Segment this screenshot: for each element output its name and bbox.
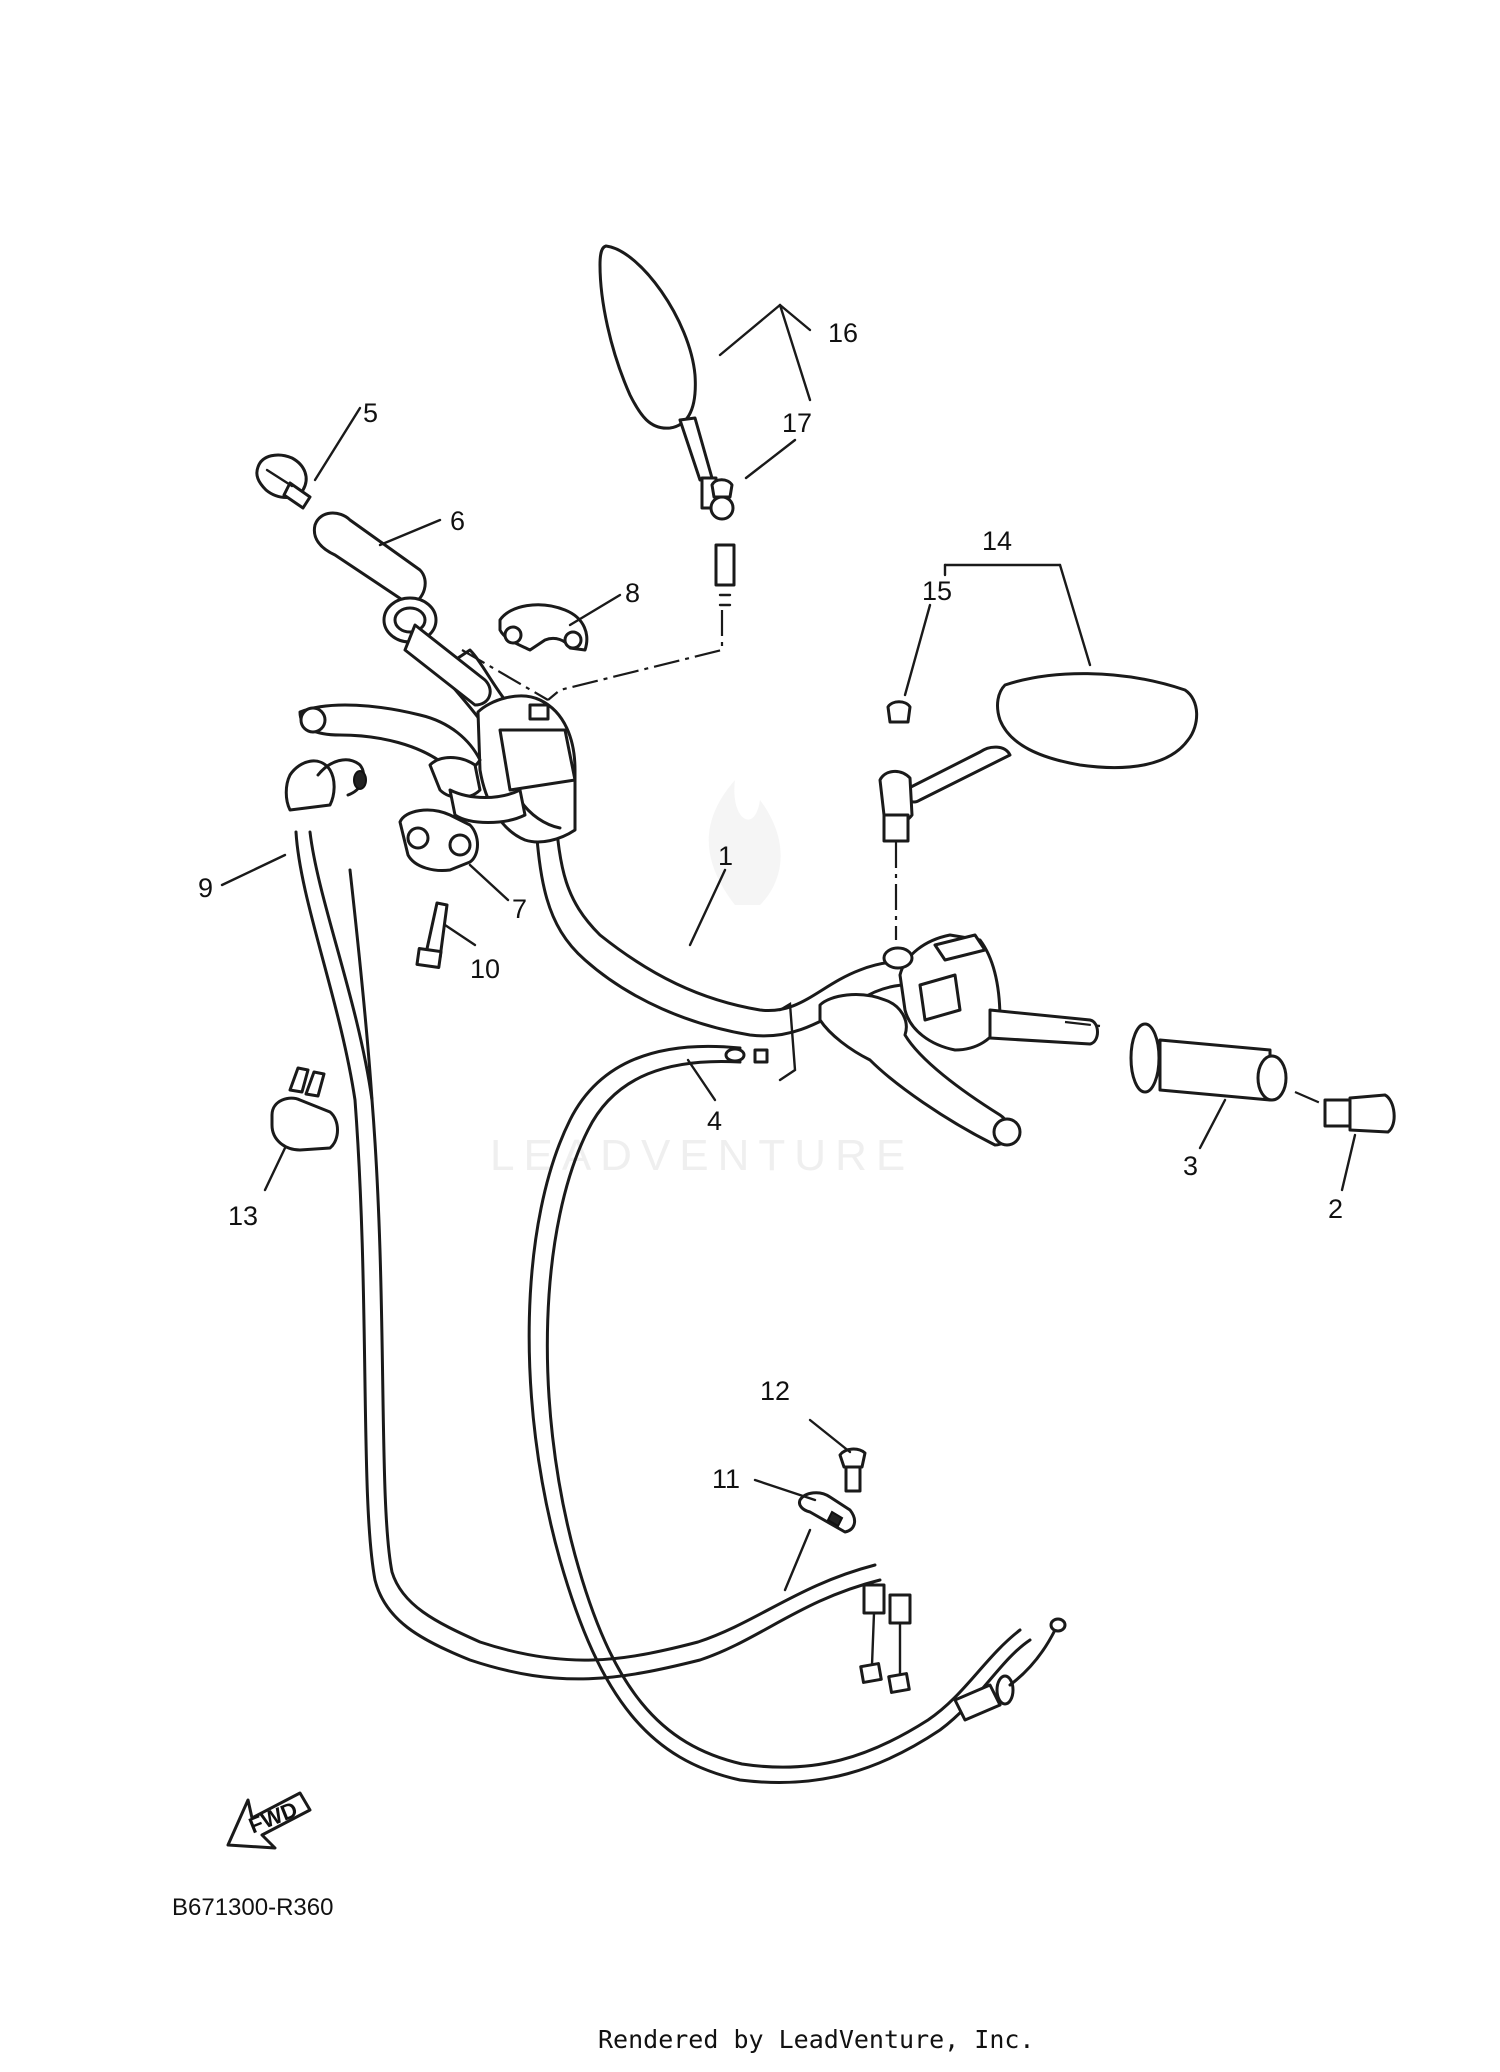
callout-6: 6: [450, 506, 465, 536]
callout-leaders: [220, 303, 1357, 1592]
callout-12: 12: [760, 1376, 790, 1406]
callout-15: 15: [922, 576, 952, 606]
callout-10: 10: [470, 954, 500, 984]
right-lever: [818, 993, 1022, 1147]
callout-14: 14: [982, 526, 1012, 556]
callout-8: 8: [625, 578, 640, 608]
left-mirror-16: [598, 244, 735, 521]
render-credit: Rendered by LeadVenture, Inc.: [598, 2025, 1035, 2054]
throttle-cable-adjusters: [859, 1583, 912, 1694]
throttle-cable-end-9: [284, 758, 367, 812]
forward-arrow-label: FWD: [245, 1796, 301, 1838]
left-grip-6: [312, 511, 492, 707]
right-grip-end-2: [1323, 1093, 1396, 1134]
callout-16: 16: [828, 318, 858, 348]
lever-holder-7: [398, 808, 479, 872]
callout-numbers: 1 2 3 4 5 6 7 8 9 10 11 12 13 14 15 16 1…: [198, 318, 1343, 1494]
diagram-reference-code: B671300-R360: [172, 1894, 333, 1921]
callout-1: 1: [718, 841, 733, 871]
speed-sensor-cable-end: [953, 1617, 1067, 1722]
clutch-cable: [527, 1044, 1032, 1784]
callout-9: 9: [198, 873, 213, 903]
callout-4: 4: [707, 1106, 722, 1136]
right-switch-assembly: [882, 933, 1002, 1052]
callout-2: 2: [1328, 1194, 1343, 1224]
bolt-10: [415, 901, 449, 969]
forward-arrow-icon: FWD: [226, 1791, 312, 1850]
right-mirror-adapter-15: [886, 700, 912, 724]
watermark-text: LEADVENTURE: [490, 1131, 914, 1180]
left-lever: [298, 703, 527, 824]
screw-12: [838, 1447, 867, 1493]
wire-clamp-13: [270, 1066, 339, 1152]
watermark-flame-logo: [708, 780, 781, 905]
right-grip-3: [988, 1008, 1288, 1102]
clutch-cable-end-4: [724, 1001, 797, 1082]
callout-5: 5: [363, 398, 378, 428]
callout-3: 3: [1183, 1151, 1198, 1181]
cable-guide-11: [798, 1491, 857, 1534]
assembly-guide-lines: [461, 610, 1326, 1107]
leadventure-watermark: LEADVENTURE: [490, 780, 914, 1180]
callout-17: 17: [782, 408, 812, 438]
callout-7: 7: [512, 894, 527, 924]
left-mirror-adapter-17: [710, 478, 736, 607]
left-grip-end-5: [255, 453, 312, 510]
right-mirror-14: [878, 672, 1199, 843]
callout-13: 13: [228, 1201, 258, 1231]
throttle-cables: [294, 830, 882, 1681]
throttle-holder-8: [498, 603, 589, 652]
callout-11: 11: [712, 1464, 740, 1494]
